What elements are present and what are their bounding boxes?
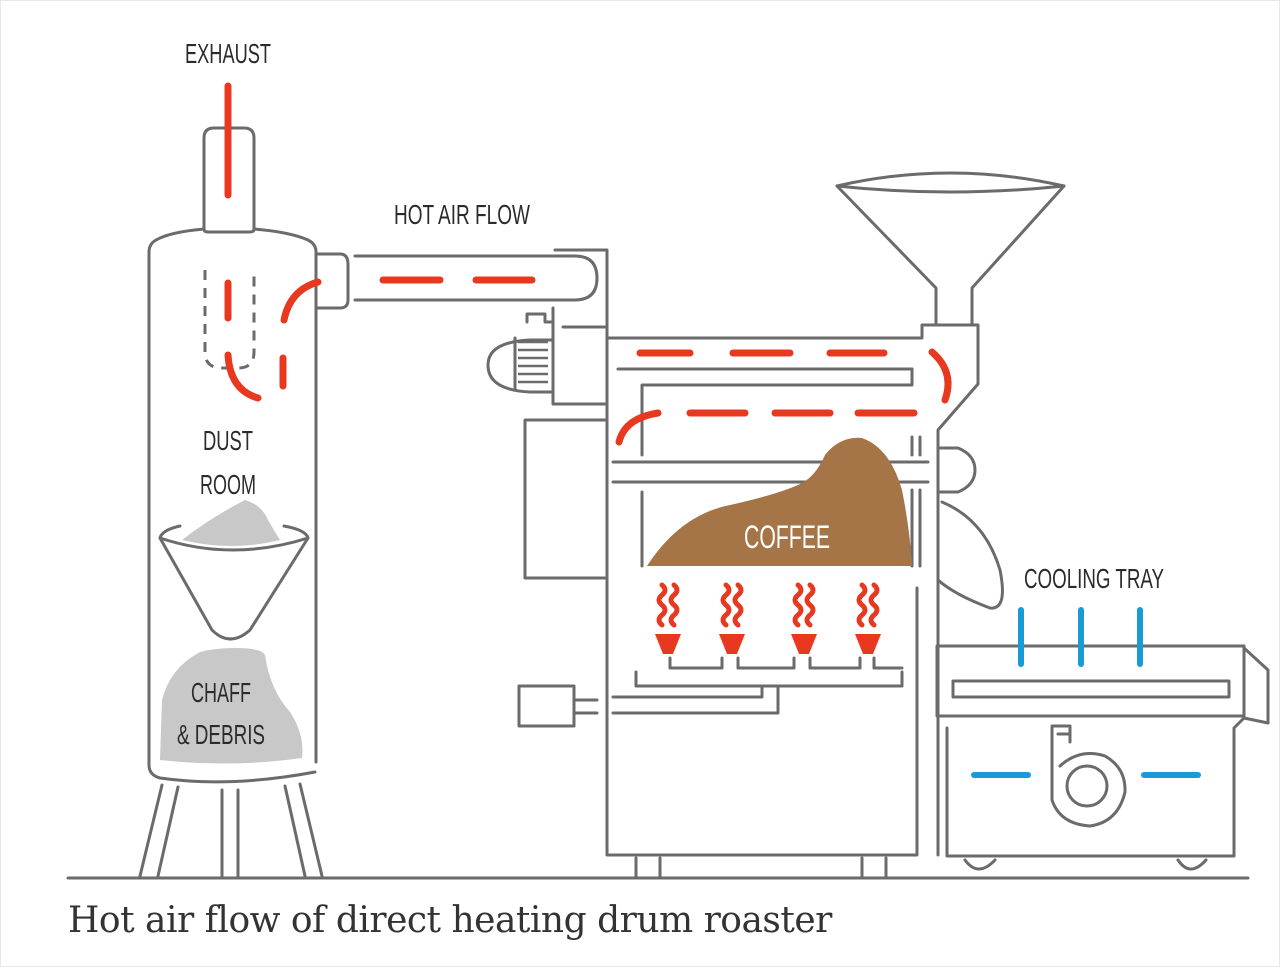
hopper-funnel [835, 171, 1066, 325]
cyclone-inlet [314, 252, 350, 310]
gas-valve-box [517, 684, 576, 728]
burner [791, 582, 817, 654]
duct-pipe [353, 254, 599, 302]
heat-wave-icon [856, 582, 868, 628]
heat-wave-icon [668, 582, 680, 628]
burner-flame-icon [791, 634, 817, 654]
dust-funnel [158, 524, 310, 641]
burner [655, 582, 681, 654]
label-chaff: CHAFF [191, 677, 251, 708]
hot-air-curve-inlet [280, 278, 322, 324]
label-coffee: COFFEE [744, 519, 830, 555]
burner [719, 582, 745, 654]
cooling-tray-body [945, 644, 1270, 858]
fan-motor [486, 306, 609, 406]
roaster-feet [634, 856, 888, 878]
label-hot-air-flow: HOT AIR FLOW [394, 199, 530, 230]
dust-pile [182, 500, 280, 546]
bean-hopper [835, 171, 1066, 325]
cooling-fan-icon [1050, 724, 1127, 828]
side-panel [523, 418, 609, 580]
heat-wave-icon [868, 582, 880, 628]
cooling-tray [935, 644, 1270, 871]
heat-wave-icon [804, 582, 816, 628]
roaster-frame [605, 400, 919, 857]
hot-air-curve-bottom [224, 351, 262, 402]
cyclone-body-right [252, 227, 318, 764]
cyclone-legs [138, 782, 324, 878]
discharge-chute [936, 500, 1004, 610]
cooling-air-flow [971, 607, 1201, 778]
cyclone-body-left [147, 227, 317, 784]
label-dust: DUST [203, 425, 253, 456]
burner-flame-icon [855, 634, 881, 654]
exhaust-pipe [202, 126, 256, 234]
burners [655, 582, 881, 654]
heat-wave-icon [732, 582, 744, 628]
duct-housing [553, 248, 609, 404]
figure-caption: Hot air flow of direct heating drum roas… [68, 900, 832, 941]
label-debris: & DEBRIS [177, 719, 265, 750]
label-cooling-tray: COOLING TRAY [1024, 563, 1164, 594]
door-knob [936, 446, 977, 494]
heat-wave-icon [792, 582, 804, 628]
heat-wave-icon [656, 582, 668, 628]
roaster-body [517, 323, 1004, 878]
burner-manifold [668, 656, 904, 670]
label-room: ROOM [200, 469, 256, 500]
burner [855, 582, 881, 654]
dust-funnel-rim [158, 536, 310, 552]
chaff-debris-pile [160, 648, 303, 764]
cyclone-chaff-collector [138, 82, 350, 878]
coffee-beans [647, 437, 912, 566]
hot-air-duct [353, 248, 609, 404]
label-exhaust: EXHAUST [185, 38, 271, 69]
drum-hot-air-flow [615, 348, 952, 446]
drum-top-shell [605, 323, 980, 857]
burner-flame-icon [719, 634, 745, 654]
burner-flame-icon [655, 634, 681, 654]
cooling-tray-top [935, 644, 1246, 718]
cooling-tray-wheels [963, 858, 1208, 871]
heat-wave-icon [720, 582, 732, 628]
